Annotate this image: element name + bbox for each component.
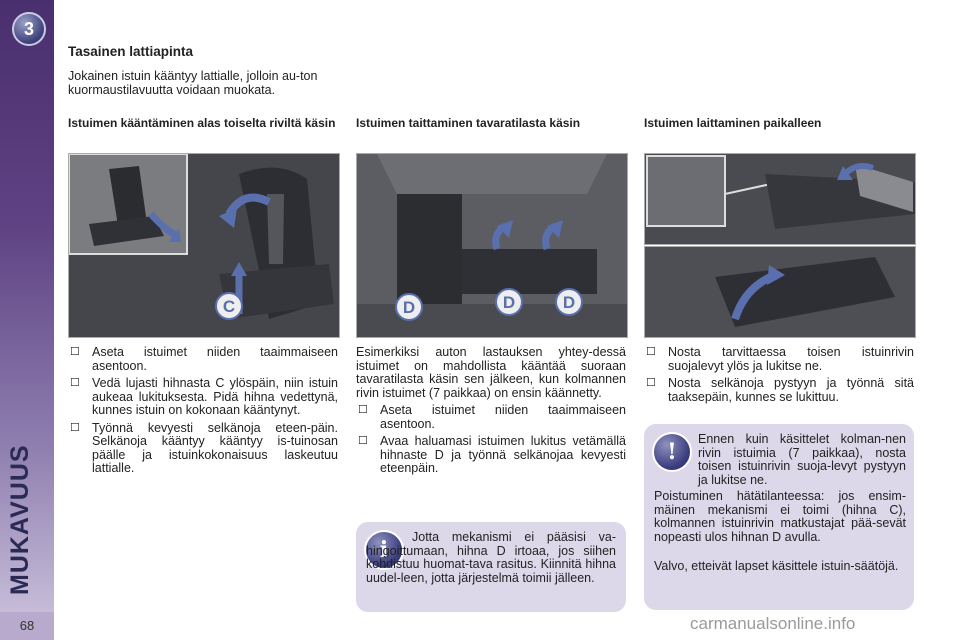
checkbox-icon: ☐: [358, 404, 368, 416]
page-number: 68: [0, 612, 54, 640]
col1-heading: Istuimen kääntäminen alas toiselta rivil…: [68, 116, 336, 130]
watermark: carmanualsonline.info: [690, 614, 856, 633]
strap-d-label-1: D: [403, 298, 415, 317]
warning-note-text-3: Valvo, etteivät lapset käsittele istuin-…: [654, 559, 899, 573]
strap-c-label: C: [223, 297, 235, 316]
boot-view-illustration: D D D: [357, 154, 627, 337]
list-item: ☐Aseta istuimet niiden taaimmaiseen asen…: [358, 403, 626, 431]
checkbox-icon: ☐: [358, 435, 368, 447]
info-note: i Jotta mekanismi ei pääsisi va-hingoitt…: [356, 522, 626, 612]
col2-instructions: Esimerkiksi auton lastauksen yhtey-dessä…: [356, 345, 626, 480]
checkbox-icon: ☐: [646, 346, 656, 358]
seat-fold-photo: C: [68, 153, 340, 338]
checkbox-icon: ☐: [70, 346, 80, 358]
checkbox-icon: ☐: [646, 377, 656, 389]
list-item: ☐Nosta selkänoja pystyyn ja työnnä sitä …: [646, 376, 914, 404]
info-note-text: Jotta mekanismi ei pääsisi va-hingoittum…: [366, 530, 616, 585]
protection-panel-illustration: [645, 154, 915, 244]
col2-paragraph: Esimerkiksi auton lastauksen yhtey-dessä…: [356, 345, 626, 400]
col3-heading: Istuimen laittaminen paikalleen: [644, 116, 822, 130]
warning-note-text-2: Poistuminen hätätilanteessa: jos ensim-m…: [654, 489, 906, 544]
fold-arrow-icon: [225, 193, 271, 217]
seat-raise-illustration: [645, 247, 915, 337]
strap-d-label-2: D: [503, 293, 515, 312]
section-title: Tasainen lattiapinta: [68, 44, 194, 59]
warning-note-text-1: Ennen kuin käsittelet kolman-nen rivin i…: [698, 432, 906, 487]
list-item: ☐Nosta tarvittaessa toisen istuinrivin s…: [646, 345, 914, 373]
seat-fold-illustration: C: [69, 154, 339, 337]
col2-heading: Istuimen taittaminen tavaratilasta käsin: [356, 116, 581, 130]
strap-d-label-3: D: [563, 293, 575, 312]
list-item: ☐Vedä lujasti hihnasta C ylöspäin, niin …: [70, 376, 338, 417]
list-item: ☐Työnnä kevyesti selkänoja eteen-päin. S…: [70, 420, 338, 475]
seat-raise-photo: [644, 246, 916, 338]
boot-view-photo: D D D: [356, 153, 628, 338]
col3-instructions: ☐Nosta tarvittaessa toisen istuinrivin s…: [644, 345, 914, 408]
info-icon: i: [364, 530, 404, 570]
chapter-sidebar: [0, 0, 54, 640]
list-item: ☐Aseta istuimet niiden taaimmaiseen asen…: [70, 345, 338, 373]
col1-instructions: ☐Aseta istuimet niiden taaimmaiseen asen…: [68, 345, 338, 480]
warning-note: ! Ennen kuin käsittelet kolman-nen rivin…: [644, 424, 914, 610]
chapter-title: MUKAVUUS: [6, 444, 34, 595]
warning-icon: !: [652, 432, 692, 472]
checkbox-icon: ☐: [70, 377, 80, 389]
list-item: ☐Avaa haluamasi istuimen lukitus vetämäl…: [358, 434, 626, 475]
chapter-number-badge: 3: [12, 12, 46, 46]
protection-panel-photo: [644, 153, 916, 245]
checkbox-icon: ☐: [70, 421, 80, 434]
section-intro: Jokainen istuin kääntyy lattialle, jollo…: [68, 69, 318, 97]
